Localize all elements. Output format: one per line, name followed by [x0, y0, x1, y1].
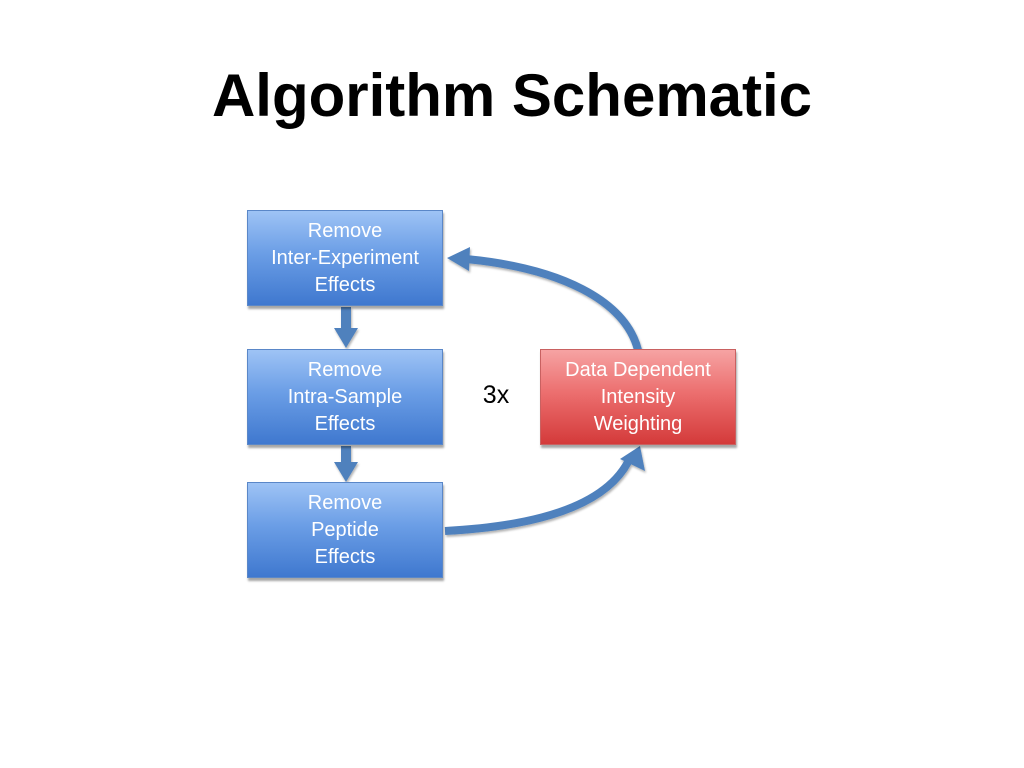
- box-line: Effects: [314, 273, 376, 296]
- box-line: Peptide: [311, 518, 379, 541]
- arrow-weighting-to-inter: [447, 247, 642, 352]
- arrow-inter-to-intra: [334, 307, 358, 348]
- arrow-intra-to-peptide: [334, 446, 358, 482]
- remove-inter-experiment-effects-box: Remove Inter-Experiment Effects: [247, 210, 443, 306]
- arrow-peptide-to-weighting: [444, 446, 645, 535]
- box-line: Inter-Experiment: [271, 246, 419, 269]
- box-line: Intensity: [600, 385, 676, 408]
- box-line: Weighting: [593, 412, 683, 435]
- remove-intra-sample-effects-box: Remove Intra-Sample Effects: [247, 349, 443, 445]
- box-line: Remove: [307, 358, 383, 381]
- box-line: Effects: [314, 412, 376, 435]
- box-line: Data Dependent: [565, 358, 711, 381]
- repeat-count-label: 3x: [482, 381, 510, 409]
- remove-peptide-effects-box: Remove Peptide Effects: [247, 482, 443, 578]
- box-line: Intra-Sample: [287, 385, 403, 408]
- data-dependent-intensity-weighting-box: Data Dependent Intensity Weighting: [540, 349, 736, 445]
- page-title: Algorithm Schematic: [211, 62, 813, 129]
- box-line: Effects: [314, 545, 376, 568]
- box-line: Remove: [307, 491, 383, 514]
- box-line: Remove: [307, 219, 383, 242]
